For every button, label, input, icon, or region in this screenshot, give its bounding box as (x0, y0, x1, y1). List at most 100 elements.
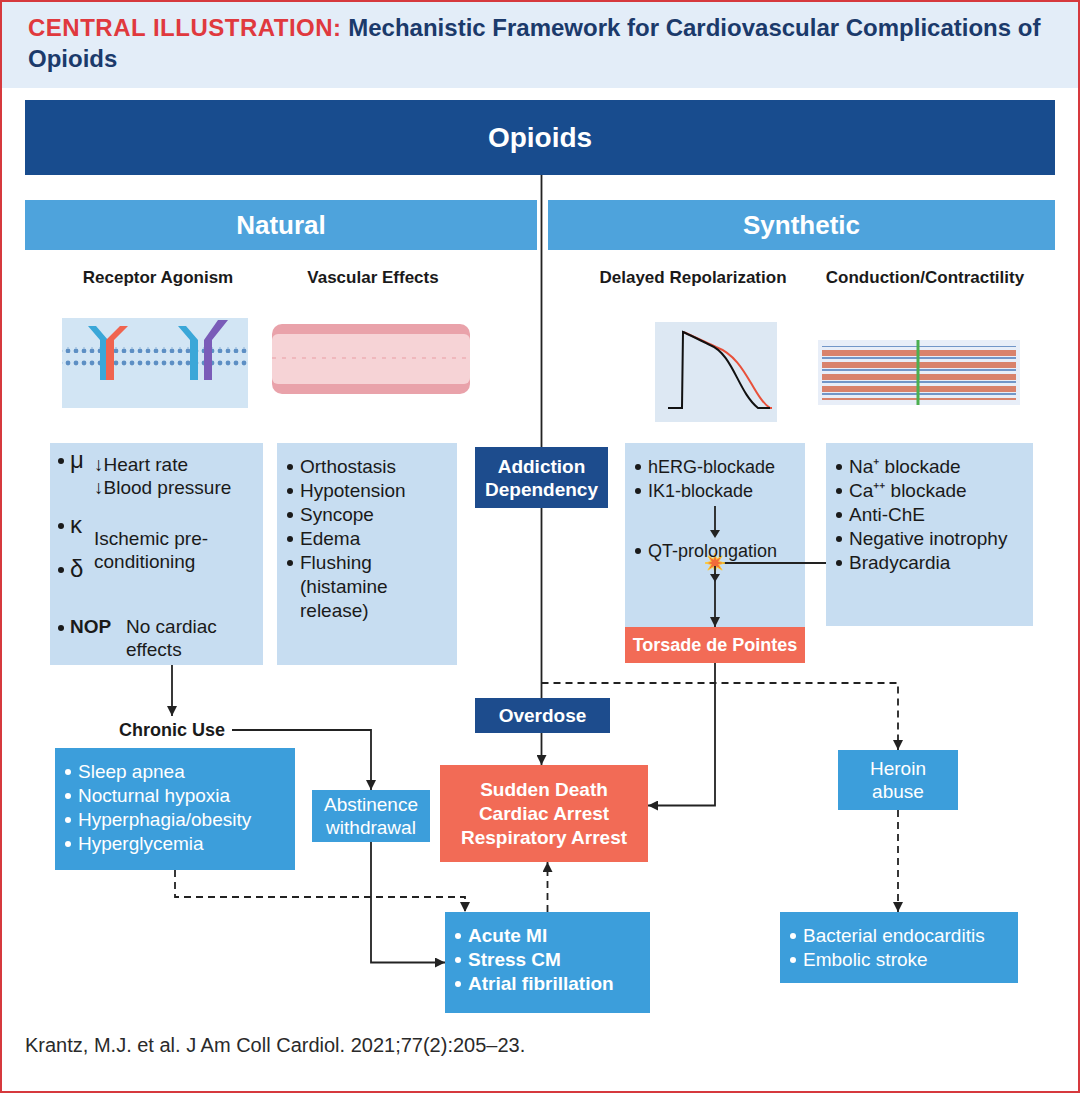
text-cell: δ (58, 557, 88, 580)
box-text: Abstinence withdrawal (318, 793, 424, 839)
list-item: Na⁺ blockade (834, 455, 1025, 479)
panel-text: Ischemic pre-conditioning (94, 527, 259, 573)
text-cell: No cardiac effects (126, 615, 258, 661)
bullet-dot (58, 458, 64, 464)
list-item: Acute MI (453, 924, 642, 948)
box-text: Opioids (488, 122, 592, 154)
bullet-dot (836, 536, 842, 542)
bullet-dot (836, 560, 842, 566)
list-item: Syncope (285, 503, 449, 527)
list-text: Ca⁺⁺ blockade (849, 479, 967, 503)
list-text: Syncope (300, 503, 374, 527)
blue-list-box: Acute MIStress CMAtrial fibrillation (445, 912, 650, 1013)
bullet-dot (58, 523, 64, 529)
connector (171, 665, 173, 716)
text-cell: Ischemic pre-conditioning (94, 527, 259, 573)
box-text: Cardiac Arrest (479, 802, 609, 826)
bullet-dot (790, 957, 796, 963)
panel-text: NOP (70, 615, 111, 638)
list-text: hERG-blockade (648, 455, 775, 479)
list-text: Atrial fibrillation (468, 972, 614, 996)
panel-text: ↓Blood pressure (94, 476, 231, 499)
bullet-dot (287, 512, 293, 518)
list-item: Sleep apnea (63, 760, 287, 784)
list-text: Sleep apnea (78, 760, 185, 784)
list-text: Hyperphagia/obesity (78, 808, 251, 832)
list-item: Bacterial endocarditis (788, 924, 1010, 948)
list-item: Nocturnal hypoxia (63, 784, 287, 808)
figure-title: CENTRAL ILLUSTRATION: Mechanistic Framew… (28, 12, 1048, 74)
list-item: Hyperphagia/obesity (63, 808, 287, 832)
list-item: QT-prolongation (633, 539, 797, 563)
dark-box: Addiction Dependency (475, 447, 608, 508)
connector (897, 810, 899, 912)
column-heading: Receptor Agonism (83, 268, 234, 288)
list-item: Hyperglycemia (63, 832, 287, 856)
bullet-dot (65, 793, 71, 799)
text-cell: ↓Blood pressure (94, 476, 259, 499)
connector (547, 862, 549, 912)
root-band: Opioids (25, 100, 1055, 175)
header-ground (0, 0, 1080, 88)
bullet-dot (287, 560, 293, 566)
box-text: Respiratory Arrest (461, 826, 627, 850)
connector (715, 563, 826, 627)
bullet-dot (287, 464, 293, 470)
vessel-picture (272, 324, 470, 394)
receptor-panel: μ↓Heart rate↓Blood pressureκδIschemic pr… (50, 443, 263, 665)
bullet-dot (455, 981, 461, 987)
repolarization-panel: hERG-blockadeIK1-blockadeQT-prolongation (625, 443, 805, 627)
outcome-box: Sudden DeathCardiac ArrestRespiratory Ar… (440, 765, 648, 862)
box-text: Torsade de Pointes (633, 633, 798, 657)
bullet-dot (836, 464, 842, 470)
list-item: Embolic stroke (788, 948, 1010, 972)
list-item: Ca⁺⁺ blockade (834, 479, 1025, 503)
class-band: Natural (25, 200, 537, 250)
box-text: Sudden Death (480, 778, 608, 802)
list-text: Negative inotrophy (849, 527, 1007, 551)
bullet-dot (65, 769, 71, 775)
red-box: Torsade de Pointes (625, 627, 805, 663)
bullet-dot (287, 536, 293, 542)
arrow-shaft (714, 506, 716, 531)
bullet-dot (65, 841, 71, 847)
inner-arrow (633, 563, 797, 583)
list-item: hERG-blockade (633, 455, 797, 479)
connector (371, 842, 445, 963)
bullet-dot (836, 512, 842, 518)
list-text: Stress CM (468, 948, 561, 972)
bullet-dot (58, 625, 64, 631)
arrow-head (710, 530, 720, 538)
bullet-dot (65, 817, 71, 823)
blue-box: Heroin abuse (838, 750, 958, 810)
arrow-shaft (714, 566, 716, 575)
box-text: Heroin abuse (844, 757, 952, 803)
list-text: Acute MI (468, 924, 547, 948)
bullet-dot (635, 548, 641, 554)
list-text: Anti-ChE (849, 503, 925, 527)
text-cell: κ (58, 513, 88, 536)
action-potential-picture (655, 322, 777, 422)
list-text: Na⁺ blockade (849, 455, 961, 479)
connector (648, 663, 715, 806)
list-text: Flushing (histamine release) (300, 551, 449, 623)
bullet-dot (836, 488, 842, 494)
blue-box: Abstinence withdrawal (312, 790, 430, 842)
connector (541, 508, 543, 698)
list-item: Stress CM (453, 948, 642, 972)
dark-box: Overdose (475, 698, 610, 733)
box-text: Overdose (499, 704, 587, 727)
bullet-dot (635, 488, 641, 494)
panel-text: δ (70, 557, 83, 580)
bullet-dot (287, 488, 293, 494)
panel-text: ↓Heart rate (94, 453, 188, 476)
receptor-picture (62, 318, 248, 408)
list-text: QT-prolongation (648, 539, 777, 563)
box-text: Synthetic (743, 210, 860, 241)
box-text: Addiction Dependency (481, 455, 602, 501)
bullet-dot (635, 464, 641, 470)
title-prefix: CENTRAL ILLUSTRATION: (28, 14, 342, 41)
list-text: Edema (300, 527, 360, 551)
class-band: Synthetic (548, 200, 1055, 250)
list-text: IK1-blockade (648, 479, 753, 503)
